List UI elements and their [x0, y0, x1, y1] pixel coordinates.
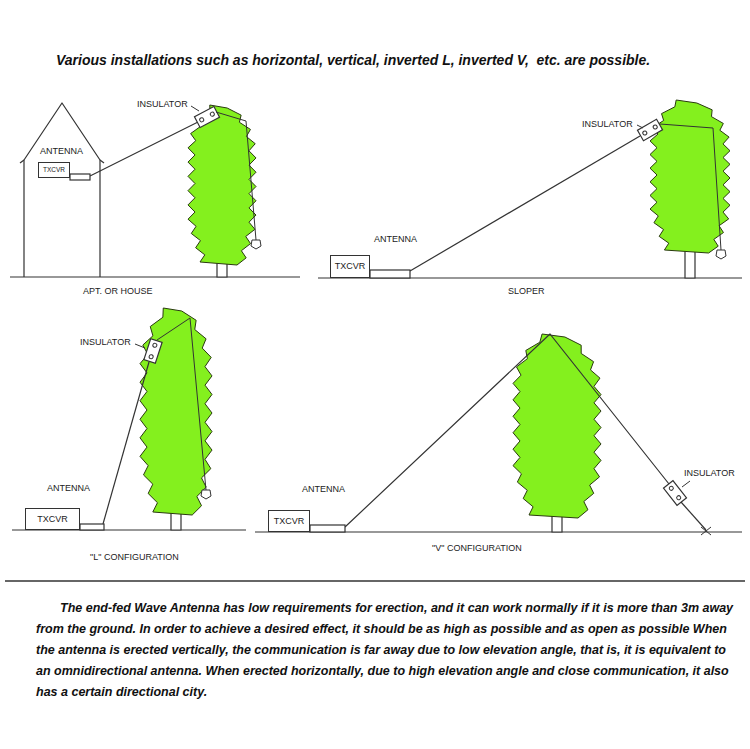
insulator-hole — [668, 485, 674, 491]
ground-stake — [701, 527, 711, 535]
insulator-hole — [642, 130, 647, 135]
house-outline — [24, 103, 100, 277]
rope-weight — [251, 240, 261, 249]
leader-line — [191, 106, 199, 111]
ground-line — [10, 276, 300, 277]
antenna-wire — [103, 362, 149, 524]
leader-line — [637, 125, 643, 128]
box-label: TXCVR — [335, 262, 366, 271]
title: Various installations such as horizontal… — [56, 52, 650, 68]
part-label: INSULATOR — [80, 338, 131, 348]
box-label: TXCVR — [274, 517, 305, 526]
support-rope — [660, 124, 721, 250]
house-eave — [20, 160, 24, 163]
antenna-wire — [410, 136, 640, 271]
transceiver-box: TXCVR — [38, 162, 70, 178]
rope-weight — [201, 490, 211, 499]
part-label: "L" CONFIGURATION — [90, 553, 179, 563]
insulator-hole — [652, 124, 657, 129]
caption: The end-fed Wave Antenna has low require… — [36, 598, 736, 703]
leader-line — [682, 481, 690, 487]
insulator-body — [663, 481, 686, 506]
support-rope — [157, 318, 206, 490]
antenna-box — [70, 174, 90, 180]
tree-crown — [650, 100, 730, 253]
insulator-hole — [199, 117, 204, 122]
antenna-box — [370, 270, 410, 278]
insulator-body — [144, 339, 162, 364]
antenna-wire — [90, 122, 198, 176]
insulator — [663, 481, 686, 506]
part-label: INSULATOR — [582, 120, 633, 130]
insulator-hole — [676, 495, 682, 501]
tree-crown — [140, 308, 212, 515]
antenna-wire — [345, 334, 669, 527]
ground-stake — [701, 527, 711, 535]
insulator-hole — [149, 354, 154, 359]
transceiver-box: TXCVR — [268, 510, 310, 532]
insulator-body — [637, 119, 662, 140]
part-label: ANTENNA — [302, 485, 345, 495]
insulator — [144, 339, 162, 364]
part-label: INSULATOR — [137, 100, 188, 110]
box-label: TXCVR — [43, 167, 65, 174]
part-label: ANTENNA — [40, 147, 83, 157]
leader-line — [135, 344, 145, 348]
rope-weight — [716, 250, 726, 259]
transceiver-box: TXCVR — [25, 508, 80, 530]
insulator-hole — [152, 343, 157, 348]
part-label: ANTENNA — [374, 235, 417, 245]
part-label: APT. OR HOUSE — [83, 287, 153, 297]
box-label: TXCVR — [37, 515, 68, 524]
part-label: "V" CONFIGURATION — [432, 544, 522, 554]
tree-crown — [513, 334, 601, 518]
tree-crown — [188, 105, 256, 265]
part-label: INSULATOR — [684, 469, 735, 479]
insulator — [194, 107, 219, 128]
part-label: ANTENNA — [47, 484, 90, 494]
divider-line — [5, 580, 745, 582]
antenna-box — [310, 525, 345, 532]
insulator — [637, 119, 662, 140]
transceiver-box: TXCVR — [330, 255, 370, 278]
guy-wire — [681, 502, 706, 530]
part-label: SLOPER — [508, 287, 545, 297]
insulator-body — [194, 107, 219, 128]
support-rope — [216, 112, 256, 240]
insulator-hole — [210, 111, 215, 116]
antenna-box — [80, 524, 104, 530]
house-eave — [100, 160, 104, 163]
